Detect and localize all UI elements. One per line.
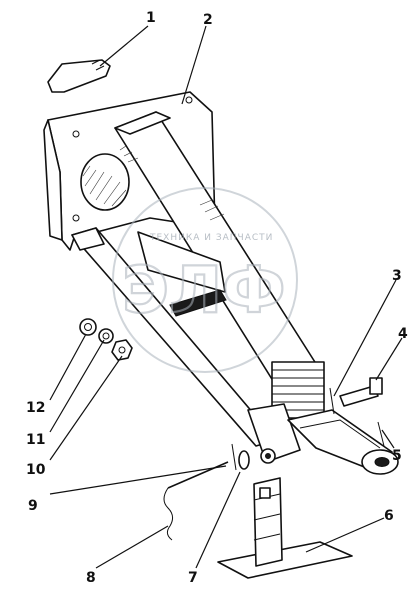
fastener-stack (79, 318, 133, 361)
towing-eye-bar (287, 409, 399, 475)
callout-labels: 1 2 3 4 5 6 7 8 9 10 11 12 (26, 10, 408, 586)
callout-1: 1 (146, 10, 156, 26)
handle-part (47, 59, 111, 93)
callout-4: 4 (398, 326, 408, 342)
pin-with-chain (163, 443, 250, 541)
leader-8 (95, 525, 169, 569)
leader-6 (305, 517, 385, 553)
callout-7: 7 (188, 570, 198, 586)
leader-lines (49, 25, 403, 569)
callout-8: 8 (86, 570, 96, 586)
leader-2 (181, 25, 207, 105)
leader-4 (375, 337, 403, 381)
leader-10 (49, 355, 123, 461)
callout-3: 3 (392, 268, 402, 284)
leader-12 (49, 333, 87, 401)
callout-10: 10 (26, 462, 46, 478)
leader-5 (381, 429, 395, 449)
leader-1 (99, 25, 149, 67)
watermark-logo: ТЕХНИКА И ЗАПЧАСТИ ЭЛФ (112, 187, 298, 373)
leader-9 (49, 465, 227, 495)
bolt-assembly (329, 377, 385, 447)
watermark-logo-text: ЭЛФ (122, 254, 286, 328)
callout-11: 11 (26, 432, 45, 448)
leader-11 (49, 339, 105, 433)
callout-12: 12 (26, 400, 45, 416)
watermark-caption: ТЕХНИКА И ЗАПЧАСТИ (149, 233, 273, 243)
callout-5: 5 (392, 448, 402, 464)
callout-6: 6 (384, 508, 394, 524)
drawbar-frame (71, 111, 325, 464)
support-stand (217, 477, 353, 579)
callout-9: 9 (28, 498, 38, 514)
callout-2: 2 (203, 12, 213, 28)
leader-3 (333, 279, 397, 397)
leader-7 (195, 471, 241, 569)
